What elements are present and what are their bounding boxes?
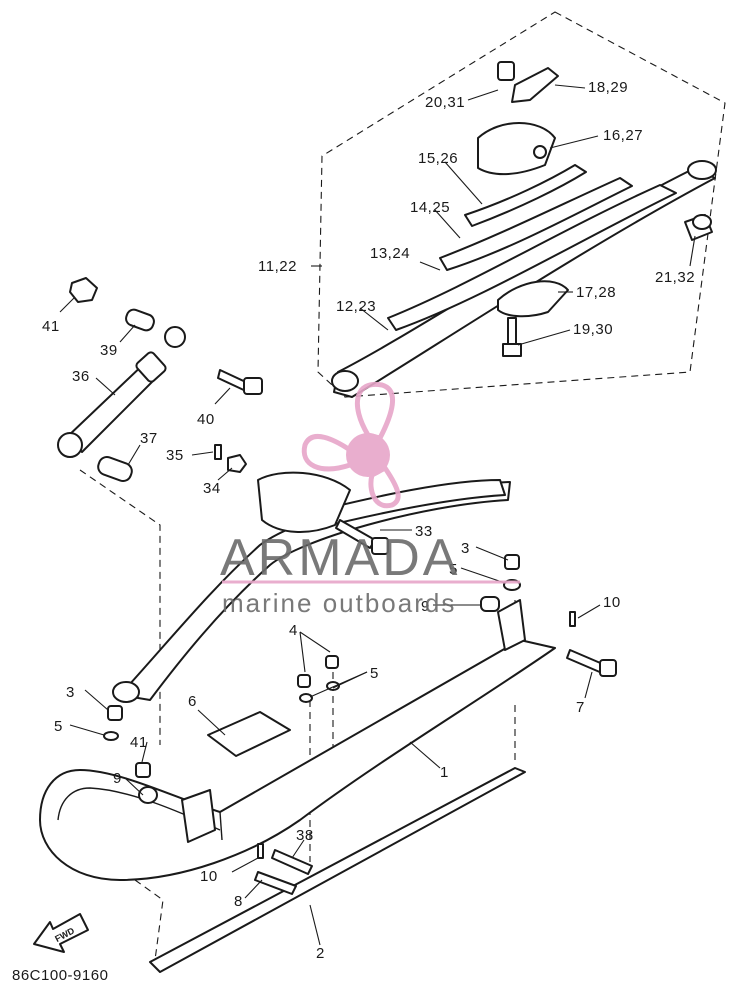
callout-19-30: 19,30 [573,321,613,338]
callout-9-right: 9 [421,598,430,615]
watermark-tagline: marine outboards [222,588,456,618]
callout-41-top: 41 [42,318,60,335]
callout-5-left: 5 [54,718,63,735]
callout-15-26: 15,26 [418,150,458,167]
ski-body [39,519,617,973]
callout-37: 37 [140,430,158,447]
callout-10-right: 10 [603,594,621,611]
callout-34: 34 [203,480,221,497]
callout-13-24: 13,24 [370,245,410,262]
callout-41-bottom: 41 [130,734,148,751]
guide-line [134,879,164,961]
propeller-logo [301,381,401,509]
callout-16-27: 16,27 [603,127,643,144]
callout-5-center: 5 [370,665,379,682]
callout-20-31: 20,31 [425,94,465,111]
guide-line [79,469,161,745]
callout-6: 6 [188,693,197,710]
leader-lines [59,84,696,946]
callout-8: 8 [234,893,243,910]
callout-14-25: 14,25 [410,199,450,216]
callout-labels: 20,31 18,29 16,27 15,26 14,25 13,24 11,2… [42,79,695,962]
callout-5-right: 5 [449,561,458,578]
callout-18-29: 18,29 [588,79,628,96]
callout-9-left: 9 [113,770,122,787]
callout-36: 36 [72,368,90,385]
callout-3-right: 3 [461,540,470,557]
leaf-spring-assembly [331,61,717,398]
shock-absorber [57,277,263,483]
callout-3-left: 3 [66,684,75,701]
fwd-arrow: FWD [33,913,89,953]
callout-4: 4 [289,622,298,639]
callout-11-22: 11,22 [258,258,297,275]
callout-21-32: 21,32 [655,269,695,286]
callout-12-23: 12,23 [336,298,376,315]
ski-leaf-spring [112,471,511,703]
callout-17-28: 17,28 [576,284,616,301]
callout-40: 40 [197,411,215,428]
diagram-code: 86C100-9160 [12,967,108,984]
callout-1: 1 [440,764,449,781]
callout-38: 38 [296,827,314,844]
watermark-brand: ARMADA [220,529,460,587]
watermark: ARMADA marine outboards [220,381,520,618]
callout-10-left: 10 [200,868,218,885]
callout-2: 2 [316,945,325,962]
callout-33: 33 [415,523,433,540]
callout-7: 7 [576,699,585,716]
callout-35: 35 [166,447,184,464]
inset-boundary [317,11,726,398]
callout-39: 39 [100,342,118,359]
